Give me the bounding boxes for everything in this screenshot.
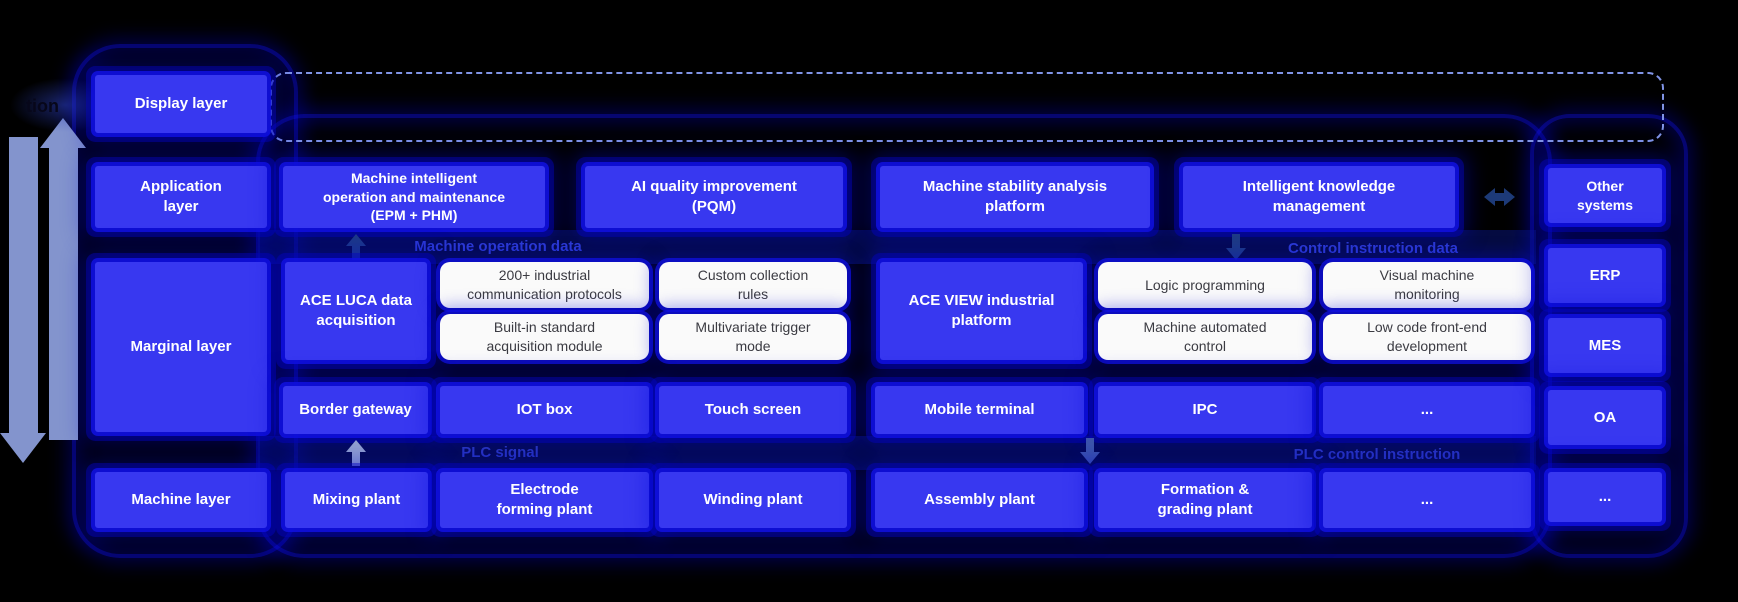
ellipsis-box-devices: ... <box>1323 386 1531 434</box>
down-arrow-icon-head <box>1226 248 1246 260</box>
mobile-terminal-box: Mobile terminal <box>875 386 1084 434</box>
knowledge-management-box: Intelligent knowledge management <box>1183 166 1455 228</box>
flow-band-top <box>258 230 1536 264</box>
ellipsis-box-machines: ... <box>1323 472 1531 528</box>
machine-operation-data-label: Machine operation data <box>414 238 582 255</box>
feature-machine-automated-control: Machine automated control <box>1098 314 1312 360</box>
up-arrow-icon-shaft <box>352 452 360 466</box>
other-systems-box: Other systems <box>1548 168 1662 223</box>
ace-luca-box: ACE LUCA data acquisition <box>285 262 427 360</box>
assembly-plant-box: Assembly plant <box>875 472 1084 528</box>
down-arrow-shaft <box>8 137 38 433</box>
machine-layer-box: Machine layer <box>95 472 267 528</box>
pqm-box: AI quality improvement (PQM) <box>585 166 843 228</box>
touch-screen-box: Touch screen <box>659 386 847 434</box>
truncated-text: tion <box>26 96 59 116</box>
epm-phm-box: Machine intelligent operation and mainte… <box>283 166 545 228</box>
display-layer-box: Display layer <box>95 75 267 133</box>
flow-band-bottom <box>258 436 1536 470</box>
mes-box: MES <box>1548 318 1662 373</box>
ipc-box: IPC <box>1098 386 1312 434</box>
up-arrow-icon-head <box>346 440 366 452</box>
feature-builtin-module: Built-in standard acquisition module <box>440 314 649 360</box>
electrode-plant-box: Electrode forming plant <box>440 472 649 528</box>
plc-control-instruction-label: PLC control instruction <box>1293 446 1461 463</box>
feature-custom-rules: Custom collection rules <box>659 262 847 308</box>
control-instruction-data-label: Control instruction data <box>1288 240 1458 257</box>
marginal-layer-box: Marginal layer <box>95 262 267 432</box>
bidirectional-arrow-bar <box>1495 193 1504 201</box>
winding-plant-box: Winding plant <box>659 472 847 528</box>
ellipsis-box-systems: ... <box>1548 472 1662 522</box>
feature-visual-monitoring: Visual machine monitoring <box>1323 262 1531 308</box>
up-arrow-shaft <box>48 148 78 440</box>
up-arrow-icon-shaft <box>352 246 360 260</box>
data-up-arrow <box>40 118 86 440</box>
down-arrow-icon-control-data <box>1226 234 1246 260</box>
formation-grading-box: Formation & grading plant <box>1098 472 1312 528</box>
bidirectional-arrow-icon <box>1484 188 1515 206</box>
down-arrow-icon-head <box>1080 452 1100 464</box>
up-arrow-icon-head <box>346 234 366 246</box>
down-arrow-icon-plc-control <box>1080 438 1100 464</box>
feature-logic-programming: Logic programming <box>1098 262 1312 308</box>
feature-multivariate-trigger: Multivariate trigger mode <box>659 314 847 360</box>
bidirectional-arrow-right-head <box>1504 188 1515 206</box>
up-arrow-icon-plc-signal <box>346 440 366 466</box>
up-arrow-icon-operation-data <box>346 234 366 260</box>
border-gateway-box: Border gateway <box>283 386 428 434</box>
plc-signal-label: PLC signal <box>461 444 539 461</box>
feature-low-code: Low code front-end development <box>1323 314 1531 360</box>
stability-platform-box: Machine stability analysis platform <box>880 166 1150 228</box>
down-arrow-head <box>0 433 46 463</box>
erp-box: ERP <box>1548 248 1662 303</box>
data-down-arrow <box>0 137 46 463</box>
application-layer-box: Application layer <box>95 166 267 228</box>
bidirectional-arrow-left-head <box>1484 188 1495 206</box>
mixing-plant-box: Mixing plant <box>285 472 428 528</box>
display-layer-dashed-zone <box>270 72 1664 142</box>
down-arrow-icon-shaft <box>1086 438 1094 452</box>
ace-view-box: ACE VIEW industrial platform <box>880 262 1083 360</box>
down-arrow-icon-shaft <box>1232 234 1240 248</box>
right-column-glow-capsule <box>1530 114 1688 558</box>
iot-box: IOT box <box>440 386 649 434</box>
feature-200-protocols: 200+ industrial communication protocols <box>440 262 649 308</box>
oa-box: OA <box>1548 390 1662 445</box>
